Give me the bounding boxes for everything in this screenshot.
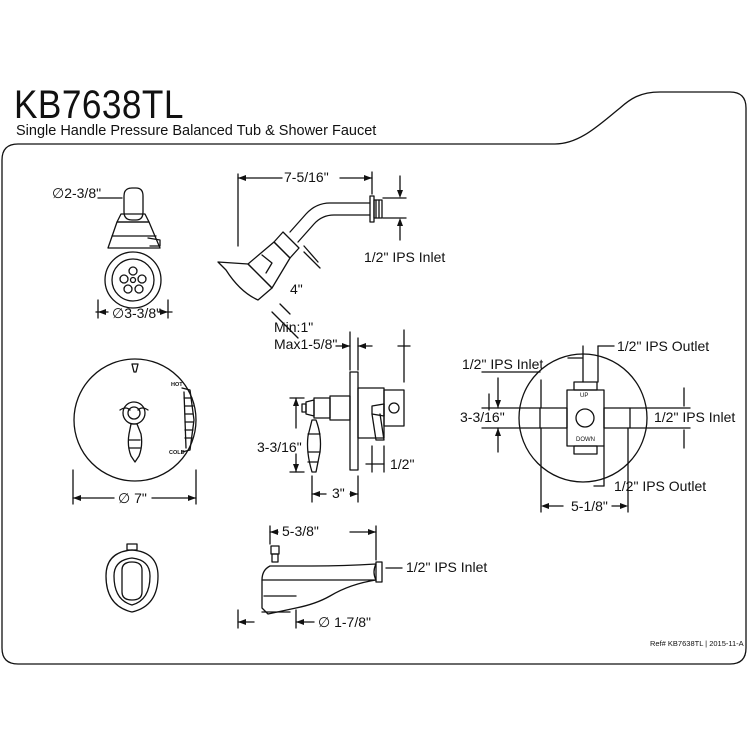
dim-valve-width: 5-1/8" xyxy=(571,498,608,514)
down-label: DOWN xyxy=(576,437,595,443)
dim-top-inlet: 1/2" IPS Inlet xyxy=(364,249,446,265)
sheet-frame xyxy=(1,91,747,665)
dim-spout-inlet: 1/2" IPS Inlet xyxy=(406,559,488,575)
dim-valve-inlet-right: 1/2" IPS Inlet xyxy=(654,409,736,425)
trim-plate-front-view xyxy=(72,358,197,505)
up-label: UP xyxy=(580,393,589,399)
dim-arm-length: 7-5/16" xyxy=(284,169,329,185)
dim-spout-length: 5-3/8" xyxy=(282,523,319,539)
dim-drop: 4" xyxy=(290,281,303,297)
dim-plate-diameter: ∅ 7" xyxy=(118,490,147,506)
dim-valve-height: 3-3/16" xyxy=(460,409,505,425)
hot-label: HOT xyxy=(171,382,183,388)
dim-min-depth: Min:1" xyxy=(274,319,314,335)
dim-handle-height: 3-3/16" xyxy=(257,439,302,455)
dim-max-depth: Max1-5/8" xyxy=(274,336,338,352)
dim-spout-diameter: ∅ 1-7/8" xyxy=(318,614,371,630)
dim-valve-outlet-top: 1/2" IPS Outlet xyxy=(617,338,710,354)
reference-number: Ref# KB7638TL | 2015-11-A xyxy=(650,639,744,648)
dimension-arrowheads xyxy=(73,175,628,625)
product-description: Single Handle Pressure Balanced Tub & Sh… xyxy=(16,123,377,139)
dim-valve-depth: 1/2" xyxy=(390,456,415,472)
dim-face-diameter: ∅3-3/8" xyxy=(112,305,162,321)
dim-head-diameter: ∅2-3/8" xyxy=(52,185,102,201)
valve-side-view xyxy=(289,329,411,503)
cold-label: COLD xyxy=(169,450,185,456)
dim-valve-inlet-left: 1/2" IPS Inlet xyxy=(462,356,544,372)
tub-spout-front-view xyxy=(105,543,159,613)
tub-spout-side-view xyxy=(237,525,403,629)
valve-body-front-view xyxy=(481,345,691,513)
model-number: KB7638TL xyxy=(14,83,184,127)
showerhead-front-view xyxy=(95,187,173,319)
dim-valve-outlet-bottom: 1/2" IPS Outlet xyxy=(614,478,707,494)
dim-handle-projection: 3" xyxy=(332,485,345,501)
